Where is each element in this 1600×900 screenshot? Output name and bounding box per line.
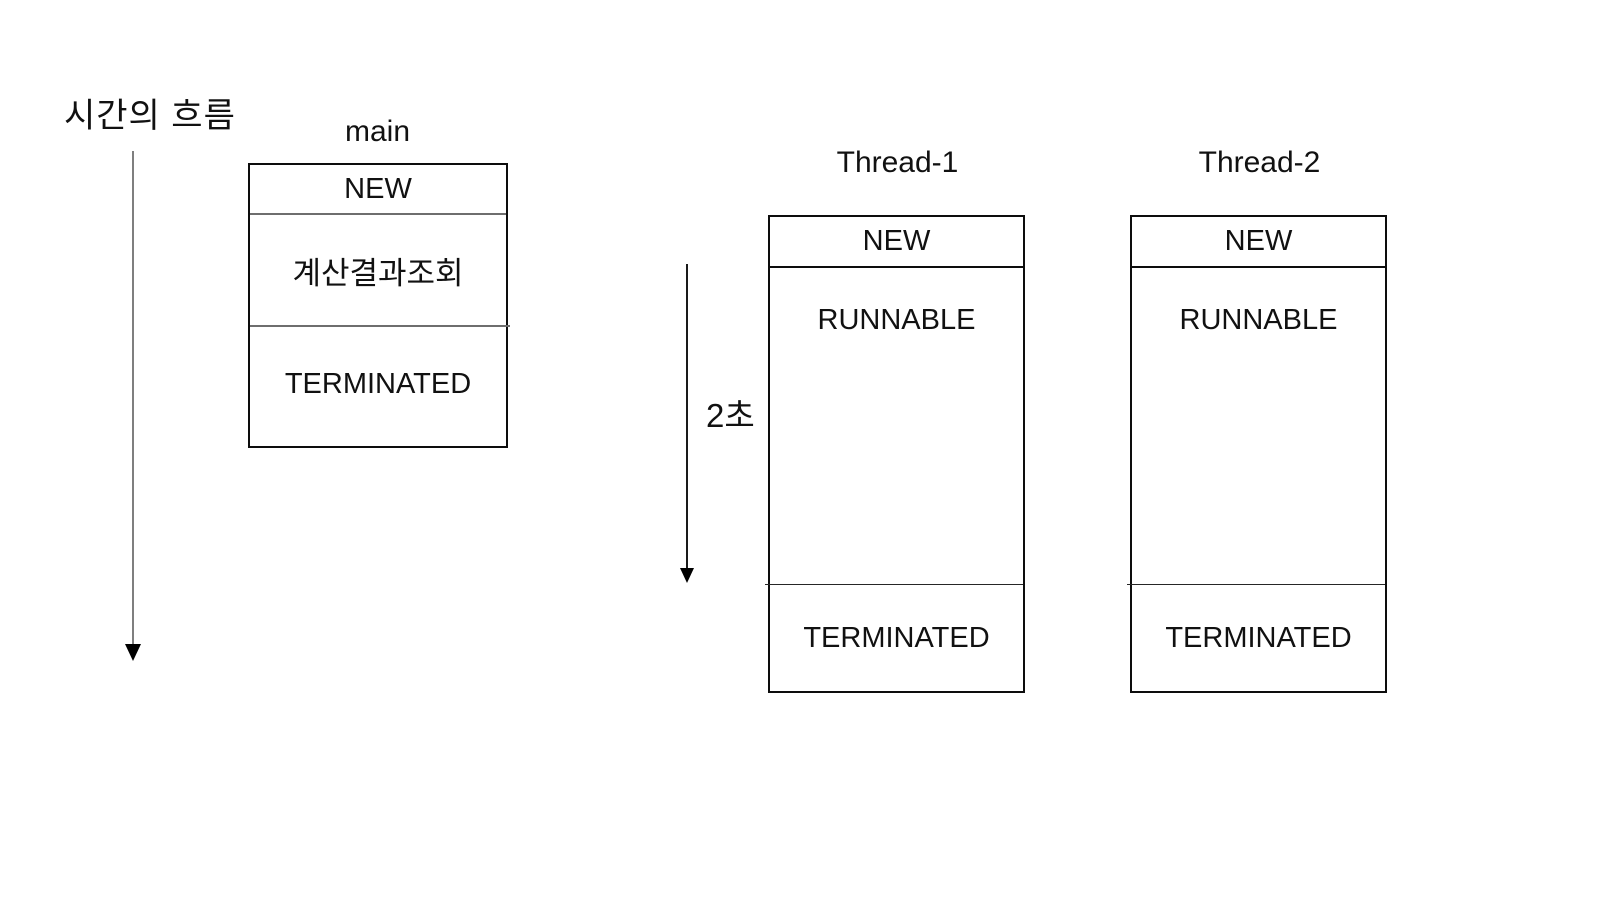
state-terminated: TERMINATED [803, 622, 990, 654]
state-new: NEW [862, 225, 931, 257]
state-terminated: TERMINATED [1165, 622, 1352, 654]
lifeline-title-thread-1: Thread-1 [836, 146, 959, 179]
section-divider [1127, 584, 1385, 585]
down-arrowhead-icon [680, 568, 694, 583]
lifeline-title-thread-2: Thread-2 [1198, 146, 1321, 179]
lifeline-box-thread-2: NEW RUNNABLE TERMINATED [1127, 215, 1387, 693]
state-new: NEW [344, 172, 412, 205]
section-divider [250, 213, 506, 215]
section-divider [250, 325, 510, 327]
lifeline-box-thread-1: NEW RUNNABLE TERMINATED [765, 215, 1025, 693]
lifeline-title-main: main [344, 115, 411, 148]
duration-arrow-line [686, 264, 688, 569]
state-runnable: RUNNABLE [817, 304, 976, 336]
section-divider [765, 584, 1023, 585]
state-new: NEW [1224, 225, 1293, 257]
duration-label: 2초 [706, 397, 755, 434]
section-divider [1132, 266, 1385, 268]
time-flow-arrow-line [132, 151, 134, 645]
state-runnable: RUNNABLE [1179, 304, 1338, 336]
section-divider [770, 266, 1023, 268]
state-terminated: TERMINATED [284, 368, 472, 400]
time-axis-label: 시간의 흐름 [64, 97, 236, 135]
down-arrowhead-icon [125, 644, 141, 661]
state-task: 계산결과조회 [292, 255, 464, 291]
lifeline-box-main: NEW 계산결과조회 TERMINATED [248, 163, 510, 448]
